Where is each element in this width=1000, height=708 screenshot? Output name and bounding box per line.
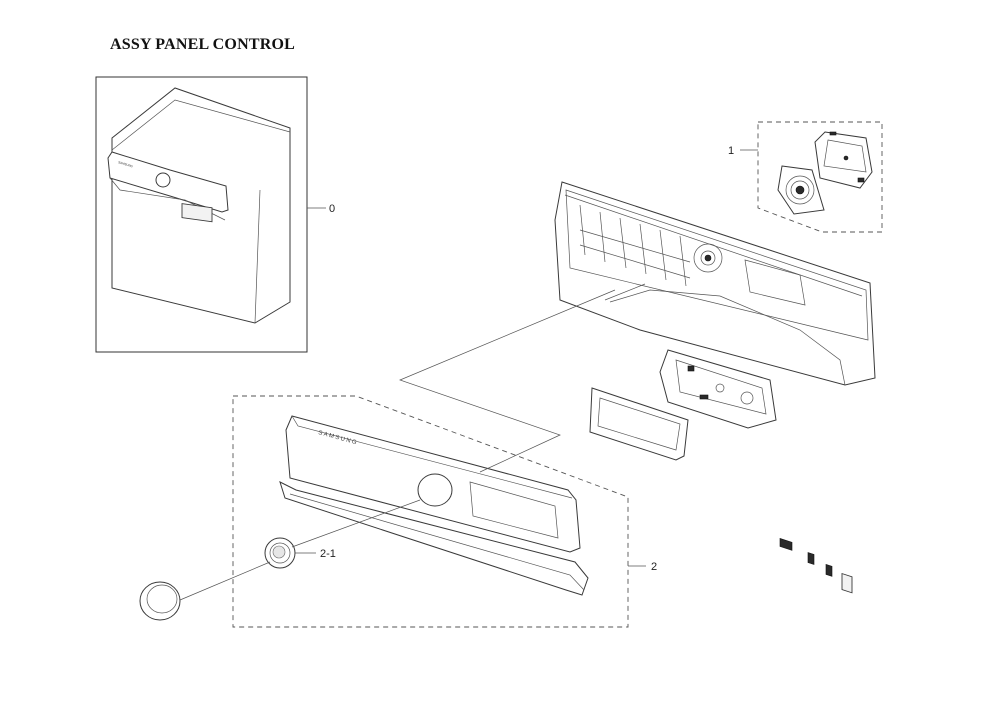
panel-display-area <box>469 481 559 539</box>
callout-1: 1 <box>728 145 734 157</box>
pcb-board <box>814 131 873 189</box>
display-window <box>589 387 689 461</box>
knob-opening <box>417 473 453 507</box>
callout-2: 2 <box>651 561 657 573</box>
pcb-assembly: 1 <box>728 121 883 233</box>
guide-line-ring <box>291 499 421 548</box>
assembly-guide-lines <box>179 283 646 601</box>
dryer-display <box>181 203 213 223</box>
dryer-assembly-frame <box>95 76 308 353</box>
panel-lower-trim <box>279 481 589 596</box>
callout-0: 0 <box>329 203 335 215</box>
guide-line-knob <box>179 561 271 601</box>
guide-line-panel <box>399 289 616 473</box>
svg-text:SAMSUNG: SAMSUNG <box>118 160 134 168</box>
diagram-title: ASSY PANEL CONTROL <box>110 36 295 53</box>
display-module <box>589 349 777 461</box>
panel-control-group: SAMSUNG 2-1 2 <box>232 395 657 628</box>
callout-2-1: 2-1 <box>320 548 336 560</box>
panel-frame <box>554 181 876 594</box>
pcb-assembly-frame <box>757 121 883 233</box>
dryer-assembly: SAMSUNG 0 <box>95 76 335 353</box>
panel-control-frame <box>232 395 629 628</box>
knob-cap <box>139 581 181 621</box>
panel-frame-body <box>554 181 876 386</box>
dryer-knob <box>155 172 171 188</box>
knob <box>139 581 181 621</box>
